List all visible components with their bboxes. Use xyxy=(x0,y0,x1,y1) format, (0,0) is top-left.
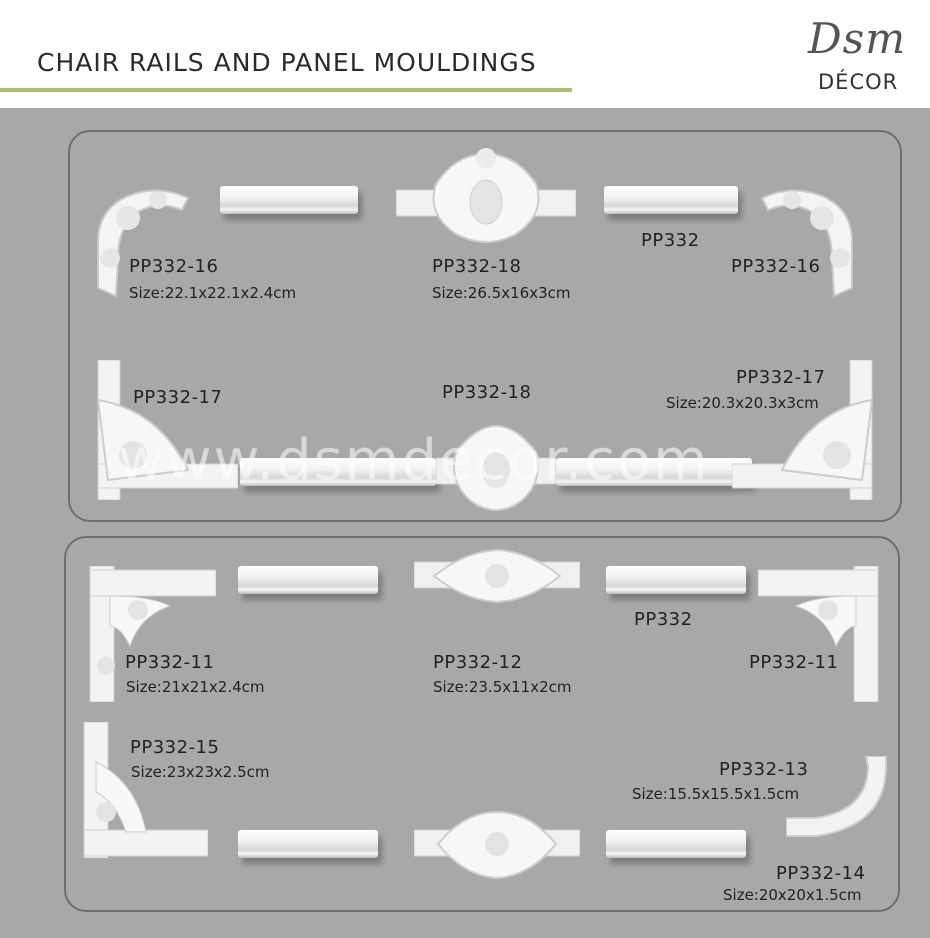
corner-ornament-pp332-16-right xyxy=(760,189,853,298)
label-pp332-11-right: PP332-11 xyxy=(749,652,839,673)
bottom-strip xyxy=(0,928,930,938)
rail-segment xyxy=(238,566,378,594)
label-pp332-14: PP332-14 xyxy=(776,863,866,884)
size-pp332-15: Size:23x23x2.5cm xyxy=(131,763,270,781)
title-underline xyxy=(0,88,572,92)
label-pp332-16-left: PP332-16 xyxy=(129,256,219,277)
rail-segment xyxy=(606,566,746,594)
corner-ornament-pp332-15 xyxy=(83,722,208,858)
size-pp332-13: Size:15.5x15.5x1.5cm xyxy=(632,785,800,803)
label-pp332-17-left: PP332-17 xyxy=(133,387,223,408)
logo-script: Dsm xyxy=(808,14,907,63)
size-pp332-14: Size:20x20x1.5cm xyxy=(723,886,862,904)
corner-ornament-pp332-11-right xyxy=(758,566,879,702)
rail-segment xyxy=(604,186,738,214)
corner-ornament-pp332-11-left xyxy=(89,566,216,702)
corner-ornament-pp332-16-left xyxy=(97,189,190,298)
label-pp332-rail-1: PP332 xyxy=(641,230,700,251)
label-pp332-12: PP332-12 xyxy=(433,652,523,673)
size-pp332-18: Size:26.5x16x3cm xyxy=(432,284,571,302)
rail-segment xyxy=(606,830,746,858)
panel-1-frame xyxy=(68,130,902,522)
center-ornament-pp332-12-top xyxy=(414,548,580,604)
watermark: www.dsmdecor.com xyxy=(118,428,710,493)
center-ornament-pp332-18-bottom xyxy=(436,424,556,511)
rail-segment xyxy=(240,458,436,486)
rail-segment xyxy=(556,458,752,486)
label-pp332-11-left: PP332-11 xyxy=(125,652,215,673)
header: CHAIR RAILS AND PANEL MOULDINGS Dsm DÉCO… xyxy=(0,0,930,108)
page-title: CHAIR RAILS AND PANEL MOULDINGS xyxy=(37,48,537,77)
corner-ornament-pp332-13 xyxy=(786,756,887,837)
rail-segment xyxy=(238,830,378,858)
label-pp332-17-right: PP332-17 xyxy=(736,367,826,388)
center-ornament-pp332-12-bottom xyxy=(414,810,580,880)
size-pp332-12: Size:23.5x11x2cm xyxy=(433,678,572,696)
panel-2-frame xyxy=(64,536,900,912)
corner-ornament-pp332-17-right xyxy=(732,360,874,500)
product-canvas xyxy=(0,108,930,938)
size-pp332-11: Size:21x21x2.4cm xyxy=(126,678,265,696)
size-pp332-16: Size:22.1x22.1x2.4cm xyxy=(129,284,297,302)
corner-ornament-pp332-17-left xyxy=(96,360,238,500)
label-pp332-18-bottom: PP332-18 xyxy=(442,382,532,403)
center-ornament-pp332-18-top xyxy=(396,148,576,243)
rail-segment xyxy=(220,186,358,214)
label-pp332-18-top: PP332-18 xyxy=(432,256,522,277)
label-pp332-13: PP332-13 xyxy=(719,759,809,780)
label-pp332-15: PP332-15 xyxy=(130,737,220,758)
logo-subtitle: DÉCOR xyxy=(818,70,899,94)
size-pp332-17: Size:20.3x20.3x3cm xyxy=(666,394,819,412)
label-pp332-16-right: PP332-16 xyxy=(731,256,821,277)
label-pp332-rail-2: PP332 xyxy=(634,609,693,630)
